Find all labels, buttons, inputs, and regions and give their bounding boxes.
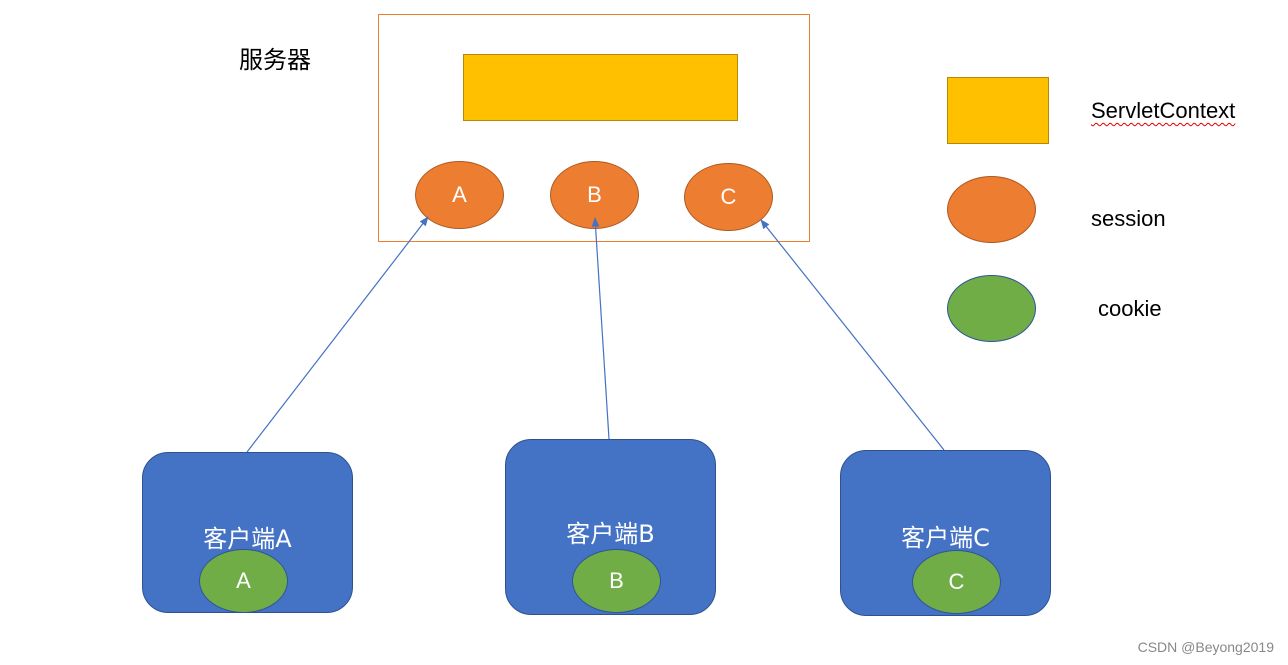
- arrow-client-a-to-session-a: [246, 216, 429, 453]
- client-a-label: 客户端A: [203, 525, 292, 553]
- server-label: 服务器: [239, 46, 311, 74]
- legend-session-swatch: [947, 176, 1036, 243]
- client-c-label: 客户端C: [901, 524, 990, 552]
- legend-cookie-label: cookie: [1098, 296, 1162, 321]
- servlet-context-block: [463, 54, 738, 121]
- server-box: [378, 14, 810, 242]
- legend-context-swatch: [947, 77, 1049, 144]
- session-a: A: [415, 161, 504, 229]
- legend-context-label: ServletContext: [1091, 98, 1236, 123]
- client-a: 客户端A A: [142, 452, 353, 613]
- session-c: C: [684, 163, 773, 231]
- legend-session-label: session: [1091, 206, 1166, 231]
- client-b: 客户端B B: [505, 439, 716, 615]
- client-b-label: 客户端B: [566, 520, 655, 548]
- arrow-client-b-to-session-b: [591, 217, 610, 440]
- client-c: 客户端C C: [840, 450, 1051, 616]
- cookie-b: B: [572, 549, 661, 613]
- watermark: CSDN @Beyong2019: [1137, 639, 1274, 655]
- cookie-a: A: [199, 549, 288, 613]
- legend-cookie-swatch: [947, 275, 1036, 342]
- cookie-c: C: [912, 550, 1001, 614]
- arrow-client-c-to-session-c: [760, 219, 945, 451]
